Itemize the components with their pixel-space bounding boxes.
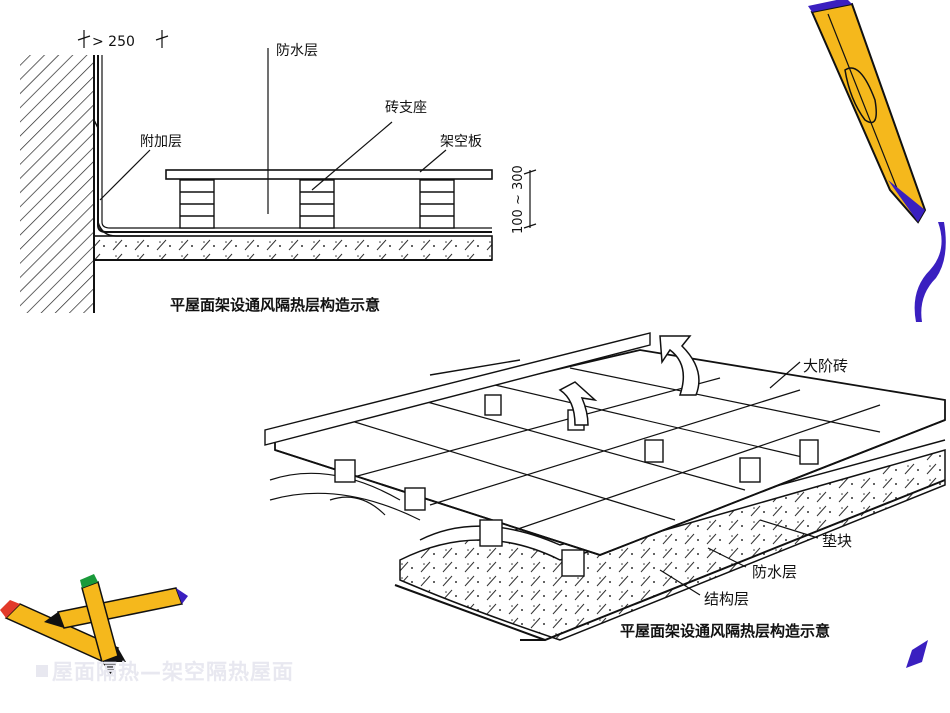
dimension-height-label: 100 ~ 300 bbox=[511, 165, 526, 234]
pencil-icon bbox=[808, 0, 927, 224]
dimension-top-label: > 250 bbox=[92, 34, 135, 50]
large-tile-label: 大阶砖 bbox=[803, 357, 848, 375]
waterproof-label: 防水层 bbox=[276, 43, 318, 59]
airflow-arrow-up bbox=[659, 335, 700, 396]
structure-layer bbox=[399, 449, 946, 641]
accent-stroke-small bbox=[906, 640, 928, 668]
pad-label: 垫块 bbox=[822, 532, 852, 550]
additional-layer-label: 附加层 bbox=[140, 134, 182, 150]
waterproof-membrane bbox=[97, 55, 492, 233]
overhead-slab bbox=[165, 169, 493, 180]
pad-blocks bbox=[334, 394, 819, 577]
airflow-arrow bbox=[558, 381, 598, 426]
slide-subtitle: 屋面隔热—架空隔热屋面 bbox=[36, 656, 294, 686]
overhead-slab-label: 架空板 bbox=[440, 134, 482, 150]
crossed-pencils-icon bbox=[0, 574, 188, 676]
parapet-wall bbox=[20, 55, 94, 313]
brick-support-label: 砖支座 bbox=[385, 100, 427, 116]
perspective-diagram bbox=[264, 332, 946, 642]
section-diagram: > 250 防水层 砖支座 架空板 附加层 100 ~ 300 平屋面架设通风隔… bbox=[20, 30, 537, 314]
perspective-labels: 大阶砖 垫块 防水层 结构层 平屋面架设通风隔热层构造示意 bbox=[620, 357, 852, 640]
structural-slab bbox=[93, 235, 493, 261]
top-caption: 平屋面架设通风隔热层构造示意 bbox=[170, 296, 380, 314]
structure-layer-label: 结构层 bbox=[704, 590, 749, 608]
accent-stroke bbox=[914, 222, 946, 322]
slide-subtitle-text: 屋面隔热—架空隔热屋面 bbox=[52, 660, 294, 684]
bullet-square-icon bbox=[36, 665, 48, 677]
bottom-caption: 平屋面架设通风隔热层构造示意 bbox=[620, 622, 830, 640]
waterproof-layer-label: 防水层 bbox=[752, 563, 797, 581]
brick-support bbox=[179, 179, 455, 229]
